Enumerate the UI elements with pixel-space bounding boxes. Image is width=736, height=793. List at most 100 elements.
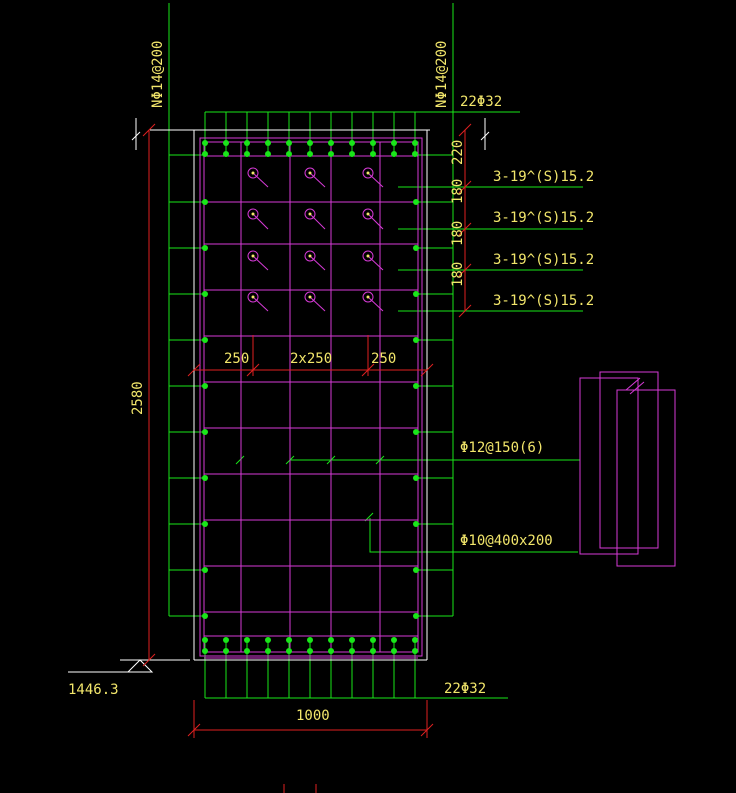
rebar-dot [202,613,208,619]
horizontal-spacing-left: 250 [224,351,249,367]
rebar-dot [286,648,292,654]
tendon-duct [362,250,374,262]
horizontal-spacing-right: 250 [371,351,396,367]
tendon-duct [304,208,316,220]
tendon-duct [247,208,259,220]
rebar-dot [223,151,229,157]
tendon-spacing-4: 180 [450,262,466,287]
elevation-label: 1446.3 [68,682,119,698]
rebar-dot [413,199,419,205]
tendon-duct [304,167,316,179]
rebar-dot [202,199,208,205]
rebar-dot [307,637,313,643]
tendon-duct [362,208,374,220]
height-dimension: 2580 [130,381,146,415]
top-bars-label: 22Φ32 [460,94,502,110]
rebar-dot [328,648,334,654]
stirrup-spec-label: Φ12@150(6) [460,440,544,456]
rebar-dot [391,151,397,157]
tendon-duct [362,167,374,179]
rebar-dot [391,648,397,654]
tendon-duct [247,167,259,179]
rebar-dot [349,140,355,146]
rebar-dot [413,613,419,619]
rebar-dot [202,521,208,527]
rebar-dot [413,521,419,527]
tendon-row-2 [247,208,384,230]
rebar-dot [413,429,419,435]
rebar-dot [202,637,208,643]
rebar-dot [244,637,250,643]
tendon-row-3 [247,250,384,271]
rebar-dot [286,140,292,146]
rebar-dot [202,337,208,343]
tendon-duct [362,291,374,303]
tendon-label-4: 3-19^(S)15.2 [493,293,594,309]
rebar-dot [202,383,208,389]
dimension-lines [142,123,472,793]
tendon-spacing-3: 180 [450,221,466,246]
rebar-dot [265,637,271,643]
tendon-row-4 [247,291,384,312]
rebar-dot [244,648,250,654]
rebar-dot [202,245,208,251]
rebar-dot [244,151,250,157]
rebar-dot [328,637,334,643]
tendon-row-1 [247,167,384,188]
longitudinal-reinforcement-lines [168,3,583,699]
rebar-dot [223,140,229,146]
rebar-dot [265,151,271,157]
rebar-dot [413,567,419,573]
rebar-dot [370,151,376,157]
tendon-duct [304,291,316,303]
rebar-dot [286,151,292,157]
tendon-ducts [247,167,384,312]
rebar-dot [202,648,208,654]
rebar-dot [412,648,418,654]
rebar-dot [265,140,271,146]
rebar-dots [202,140,419,654]
rebar-dot [244,140,250,146]
rebar-dot [349,648,355,654]
rebar-dot [412,151,418,157]
tendon-centers [251,171,370,299]
tendon-label-1: 3-19^(S)15.2 [493,169,594,185]
rebar-dot [223,637,229,643]
rebar-dot [391,140,397,146]
rebar-dot [223,648,229,654]
tendon-duct [247,291,259,303]
rebar-dot [412,637,418,643]
rebar-dot [349,151,355,157]
width-dimension: 1000 [296,708,330,724]
concrete-outline [68,118,490,673]
rebar-dot [286,637,292,643]
rebar-dot [328,151,334,157]
tendon-label-2: 3-19^(S)15.2 [493,210,594,226]
bottom-bars-label: 22Φ32 [444,681,486,697]
rebar-dot [412,140,418,146]
rebar-dot [370,637,376,643]
rebar-dot [307,140,313,146]
tendon-spacing-1: 220 [450,140,466,165]
rebar-dot [202,475,208,481]
rebar-dot [202,140,208,146]
rebar-dot [202,567,208,573]
tie-spec-label: Φ10@400x200 [460,533,553,549]
rebar-dot [370,140,376,146]
rebar-dot [202,429,208,435]
tendon-spacing-2: 180 [450,179,466,204]
stirrup-detail [579,371,676,567]
side-bar-label-left: NΦ14@200 [150,41,166,108]
rebar-dot [413,291,419,297]
rebar-dot [307,648,313,654]
rebar-dot [307,151,313,157]
tendon-label-3: 3-19^(S)15.2 [493,252,594,268]
rebar-dot [370,648,376,654]
side-bar-label-right: NΦ14@200 [434,41,450,108]
rebar-dot [202,291,208,297]
rebar-dot [391,637,397,643]
tendon-duct [247,250,259,262]
rebar-dot [413,337,419,343]
